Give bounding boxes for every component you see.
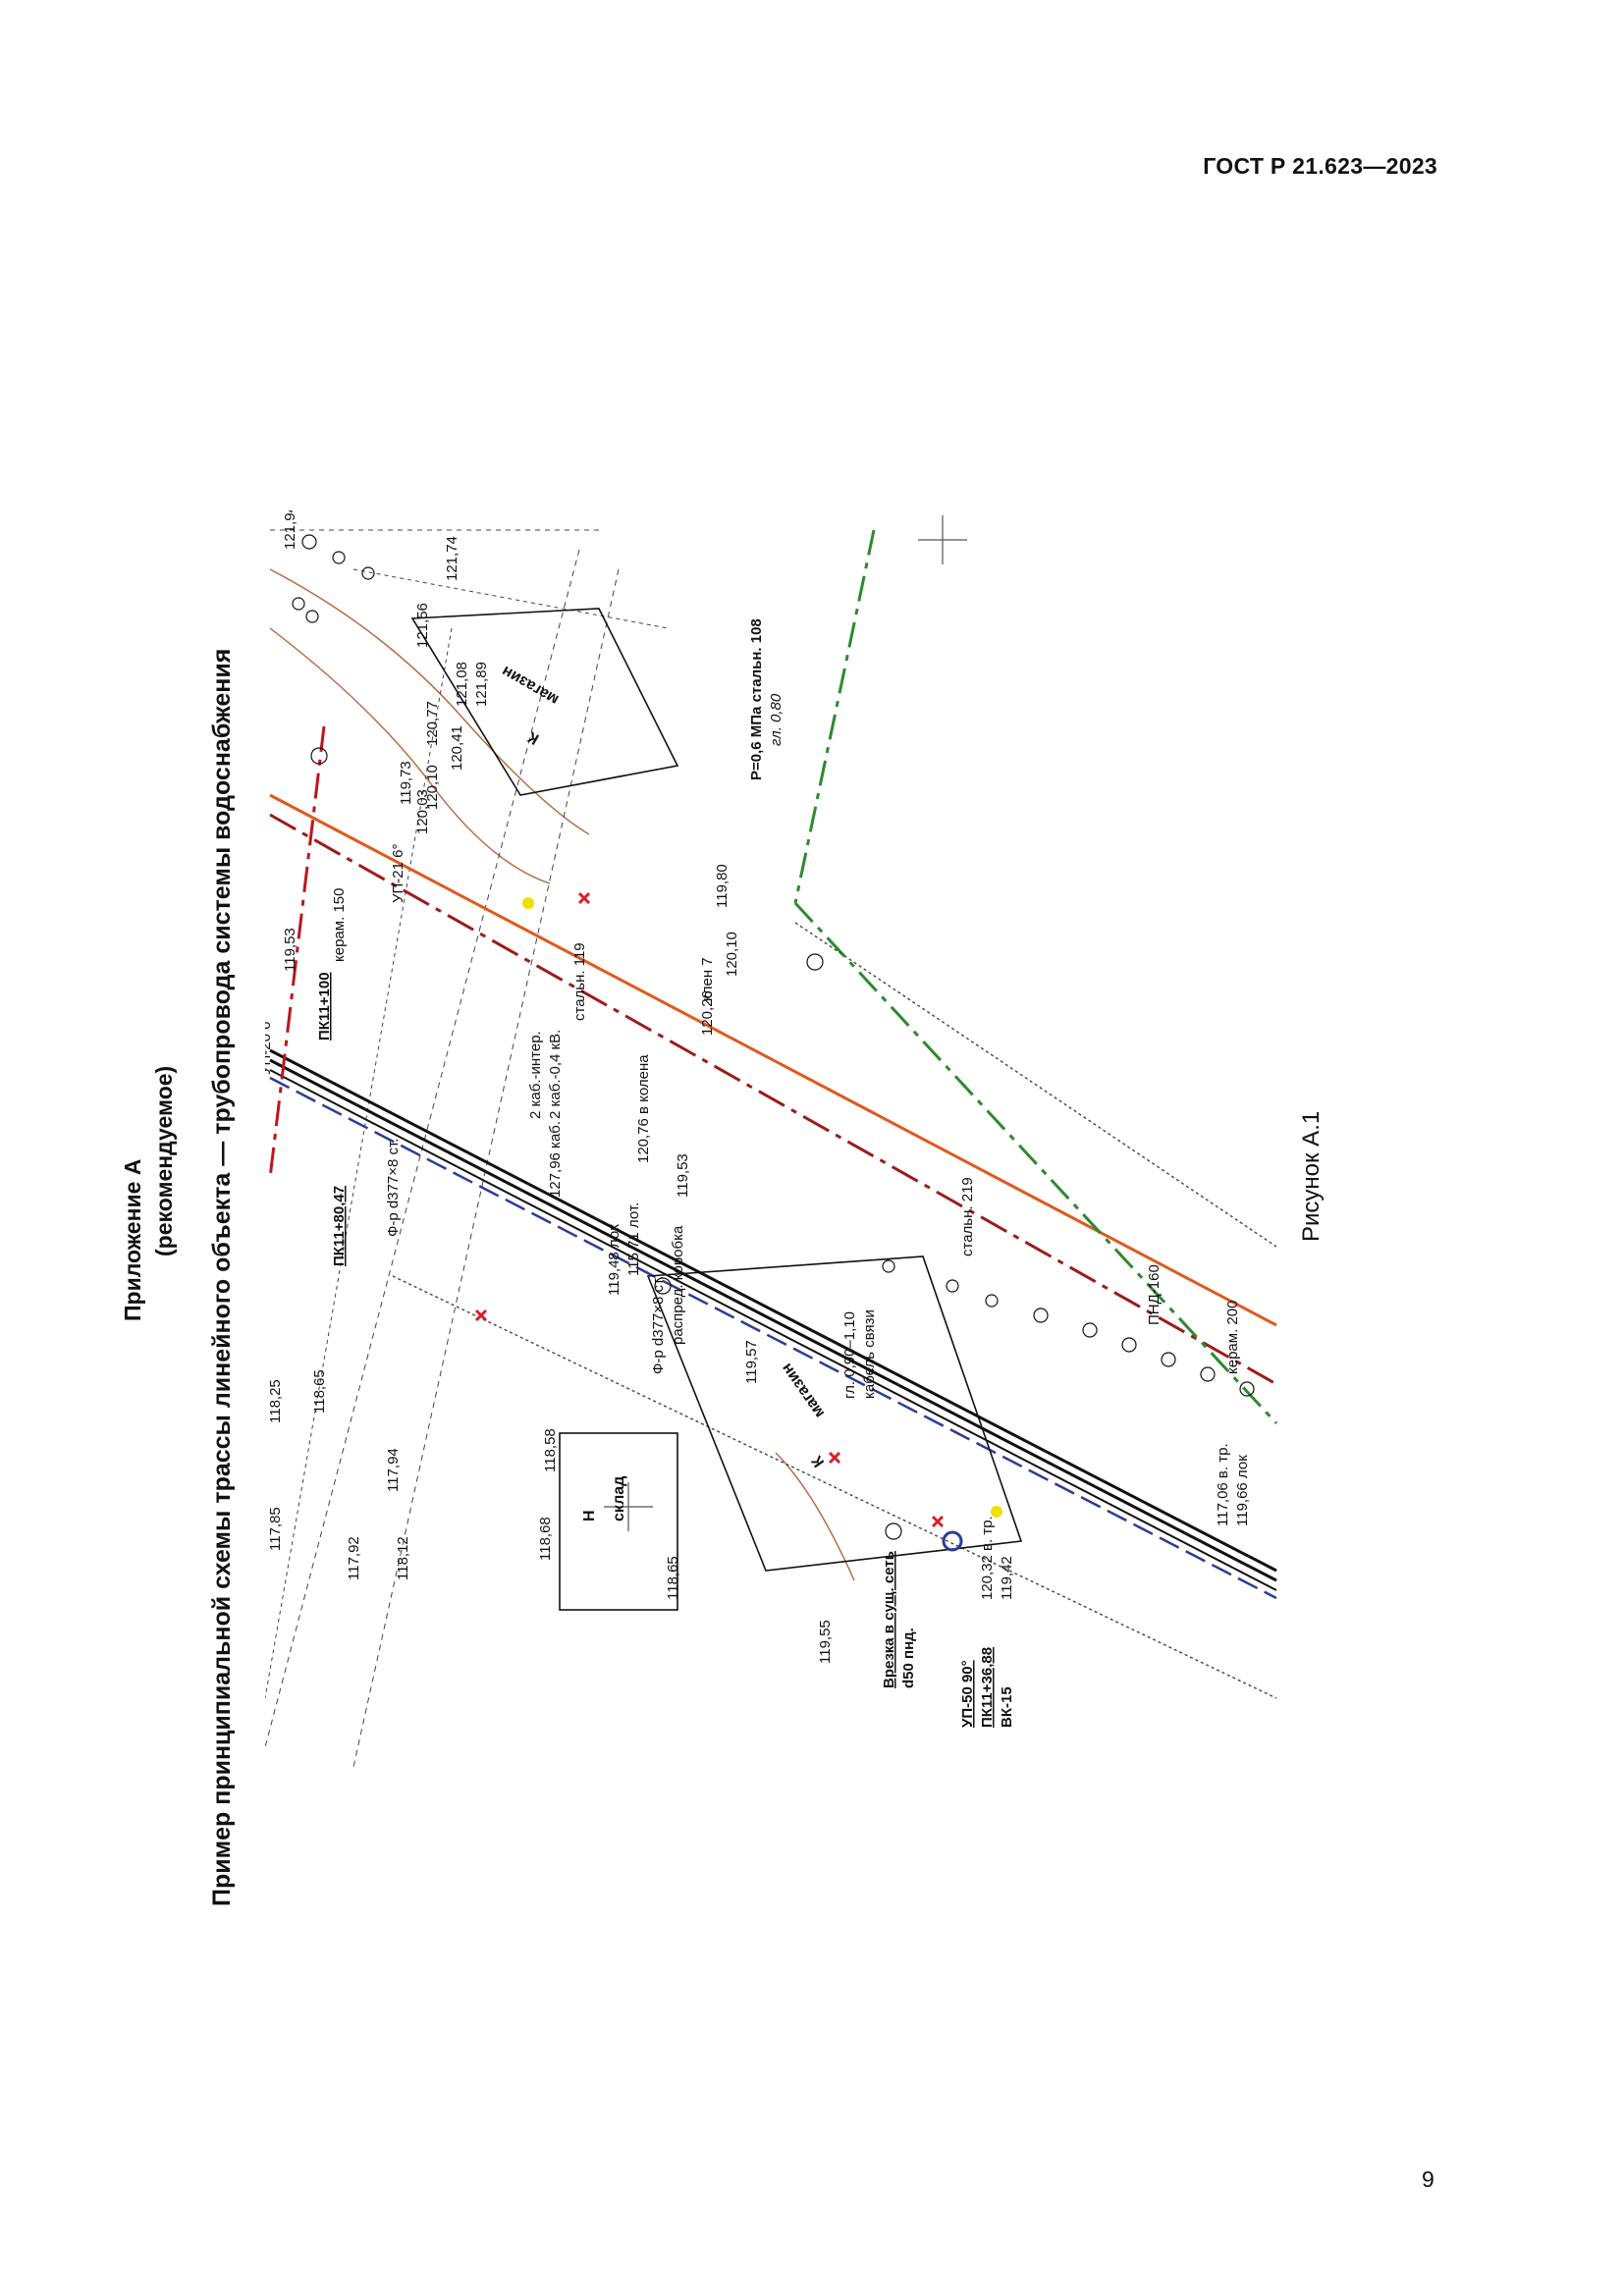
lok-117: 117,06 в. тр. bbox=[1215, 1443, 1231, 1526]
elev-label: 120,03 bbox=[414, 789, 431, 834]
comm-cable-line bbox=[392, 1275, 1277, 1699]
elev-label: 120,77 bbox=[424, 701, 441, 746]
steel-119: стальн. 119 bbox=[571, 942, 588, 1021]
pipe-120: 120,32 в. тр. bbox=[979, 1516, 996, 1600]
site-plan-drawing: 121,94 121,74 121,56 121,08 121,89 120,7… bbox=[265, 510, 1278, 1768]
page-header-standard: ГОСТ Р 21.623—2023 bbox=[1203, 153, 1437, 179]
ceramic-200: керам. 200 bbox=[1224, 1301, 1241, 1374]
grid-cross bbox=[918, 515, 967, 564]
annex-subtitle: (рекомендуемое) bbox=[151, 1065, 177, 1256]
ceramic-150: керам. 150 bbox=[331, 888, 348, 962]
steel-pipeline-219 bbox=[269, 793, 1277, 1327]
elev-label: 119,73 bbox=[398, 761, 414, 805]
pk-36-label: ПК11+36,88 bbox=[979, 1647, 996, 1728]
well-7: клен 7 bbox=[699, 957, 716, 1001]
elev-label: 120,10 bbox=[424, 765, 441, 810]
annex-title: Приложение А bbox=[120, 1158, 145, 1321]
elev-label: 120,41 bbox=[449, 725, 465, 771]
cable-127: 127,96 каб. bbox=[547, 1121, 564, 1198]
pipe-119: 119,42 bbox=[999, 1556, 1015, 1600]
building-n-label: Н bbox=[581, 1510, 598, 1522]
up-21-label: УП-21 6° bbox=[390, 844, 406, 904]
elev-label: 118,25 bbox=[267, 1379, 284, 1423]
case-label-2: Ф-р d377×8 ст. bbox=[650, 1276, 667, 1374]
pressure-main-line bbox=[793, 529, 876, 904]
figure-title: Пример принципиальной схемы трассы линей… bbox=[208, 648, 236, 1906]
elev-label: 121,89 bbox=[473, 662, 490, 707]
elev-label: 118,12 bbox=[395, 1536, 411, 1580]
cable-inter: 2 каб.-интер. bbox=[527, 1031, 544, 1119]
building-k-label: К bbox=[525, 728, 542, 748]
page-number: 9 bbox=[1422, 2166, 1435, 2192]
pressure-main-label: Р=0,6 МПа стальн. 108 bbox=[748, 618, 765, 780]
lok-119: 119,48 лок bbox=[606, 1224, 623, 1296]
elev-label: 121,94 bbox=[282, 510, 298, 550]
shop-bottom-label: магазин bbox=[779, 1360, 828, 1420]
elev-label: 119,80 bbox=[714, 864, 731, 908]
up-20-label: УП-20 6° bbox=[265, 1016, 274, 1076]
comm-cable-depth: гл. 0,90–1,10 bbox=[841, 1311, 858, 1399]
steel-219: стальн. 219 bbox=[959, 1177, 976, 1256]
main-pipeline bbox=[269, 1048, 1277, 1573]
elev-label: 119,57 bbox=[743, 1340, 760, 1384]
lok-119b: 119,66 лок bbox=[1234, 1455, 1251, 1526]
lok-115: 115,71 лот. bbox=[625, 1202, 642, 1276]
elev-label: 119,53 bbox=[282, 928, 298, 972]
pk-80-label: ПК11+80,47 bbox=[331, 1186, 348, 1266]
tie-in-label: Врезка в сущ. сеть bbox=[881, 1551, 897, 1688]
up-50-label: УП-50 90° bbox=[959, 1660, 976, 1728]
elev-label: 120,26 bbox=[699, 990, 716, 1036]
grid-cross bbox=[604, 1482, 653, 1531]
contour-line bbox=[269, 627, 551, 884]
pnd-160: ПНД-160 bbox=[1146, 1264, 1163, 1325]
elev-label: 119,55 bbox=[817, 1620, 834, 1664]
elev-label: 118,65 bbox=[665, 1556, 681, 1600]
sewer-line bbox=[269, 813, 1277, 1386]
bend-label: 120,76 в колена bbox=[635, 1054, 652, 1163]
elev-label: 121,08 bbox=[454, 662, 470, 707]
shop-top-label: магазин bbox=[499, 663, 562, 709]
building-shop-top bbox=[410, 608, 679, 796]
elev-label: 118,65 bbox=[311, 1369, 328, 1414]
elev-label: 117,85 bbox=[267, 1507, 284, 1551]
comm-cable: кабель связи bbox=[861, 1309, 878, 1399]
elev-label: 120,10 bbox=[724, 932, 740, 977]
building-warehouse bbox=[559, 1432, 678, 1611]
pressure-main-depth: гл. 0,80 bbox=[768, 693, 785, 746]
figure-caption: Рисунок А.1 bbox=[1298, 1110, 1325, 1242]
building-shop-bottom bbox=[646, 1255, 1023, 1572]
tie-in-label-2: d50 пнд. bbox=[900, 1628, 917, 1688]
cable-04: 2 каб.-0,4 кВ. bbox=[547, 1030, 564, 1119]
contour-line bbox=[269, 568, 590, 835]
elev-label: 118,68 bbox=[537, 1517, 554, 1561]
elev-label: 117,94 bbox=[385, 1448, 402, 1492]
elev-label: 121,56 bbox=[414, 603, 431, 648]
pk-100-label: ПК11+100 bbox=[316, 972, 333, 1041]
elev-label: 118,58 bbox=[542, 1428, 559, 1472]
vk-15-label: ВК-15 bbox=[999, 1686, 1015, 1728]
warehouse-label: склад bbox=[611, 1476, 627, 1522]
distribution-box: распред. коробка bbox=[670, 1225, 686, 1345]
building-k-label-2: К bbox=[809, 1453, 829, 1470]
elev-label: 119,53 bbox=[675, 1153, 691, 1198]
elev-label: 121,74 bbox=[444, 536, 460, 581]
case-label: Ф-р d377×8 ст. bbox=[385, 1139, 402, 1237]
elev-label: 117,92 bbox=[346, 1536, 362, 1580]
